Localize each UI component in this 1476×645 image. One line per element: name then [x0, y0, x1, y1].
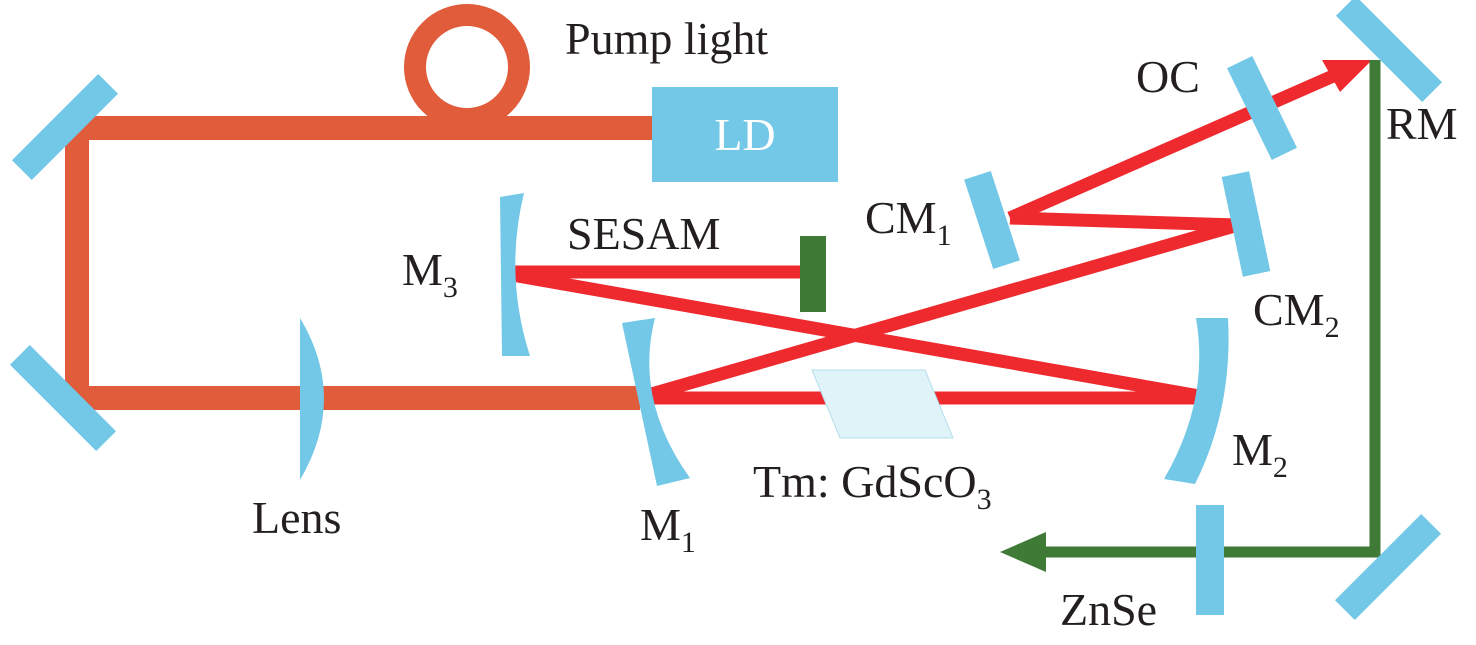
- label-sesam: SESAM: [567, 208, 720, 259]
- mirror-cm2: [1221, 171, 1271, 277]
- pump-fiber-path: [65, 116, 655, 410]
- label-rm: RM: [1386, 98, 1458, 149]
- label-cm2: CM2: [1253, 284, 1340, 344]
- mirror-m2: [1164, 318, 1229, 484]
- label-znse: ZnSe: [1060, 584, 1157, 635]
- label-oc: OC: [1136, 51, 1200, 102]
- beam-m1-cm2: [646, 218, 1240, 402]
- output-beam-line: [1040, 60, 1381, 558]
- beam-cm1-rm: [1007, 67, 1343, 224]
- sesam-block: [800, 236, 826, 312]
- mirror-m3: [500, 193, 530, 356]
- crystal-tm-gdsco3: [811, 369, 954, 439]
- fold-mirror-bottom-left: [9, 344, 117, 452]
- pump-beam-path: [65, 4, 655, 410]
- znse-window: [1196, 505, 1224, 615]
- mirror-rm: [1335, 0, 1443, 103]
- label-lens: Lens: [252, 492, 341, 543]
- label-cm1: CM1: [865, 192, 952, 252]
- pump-fiber-loop: [404, 4, 530, 130]
- output-arrow-head: [1000, 532, 1046, 572]
- label-m1: M1: [640, 499, 696, 559]
- output-beam-path: [1000, 60, 1381, 572]
- mirror-bottom-right: [1334, 513, 1442, 621]
- beam-arrow-head: [1322, 60, 1372, 92]
- label-crystal: Tm: GdScO3: [753, 456, 992, 516]
- label-m2: M2: [1232, 424, 1288, 484]
- beam-cm2-cm1: [1009, 211, 1239, 232]
- mirror-m1: [622, 318, 690, 486]
- output-coupler-oc: [1227, 56, 1297, 160]
- lens: [300, 318, 324, 480]
- ld-label: LD: [714, 109, 775, 160]
- label-m3: M3: [402, 244, 458, 304]
- mirror-cm1: [964, 170, 1020, 270]
- fold-mirror-top-left: [11, 73, 119, 181]
- ld-box: [652, 87, 838, 182]
- label-pump-light: Pump light: [565, 13, 768, 64]
